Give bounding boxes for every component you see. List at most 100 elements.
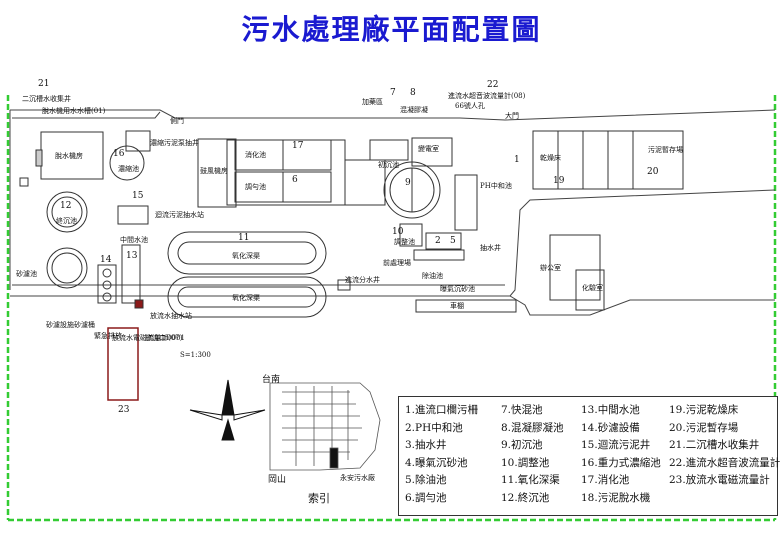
legend-item: 16.重力式濃縮池 [581, 456, 661, 469]
label-12: 12 [60, 201, 71, 211]
label-primary: 初沉池 [378, 160, 399, 169]
label-blower: 鼓風機房 [200, 166, 228, 175]
label-pretreat: 前處理場 [383, 258, 411, 267]
legend-item: 12.終沉池 [501, 491, 550, 504]
legend-item: 11.氧化深渠 [501, 474, 560, 486]
label-factory: 永安污水廠 [340, 473, 375, 482]
label-aeration-1: 氧化深渠 [232, 251, 260, 260]
legend-item: 17.消化池 [581, 474, 630, 486]
label-conc-tank: 濃縮池 [118, 164, 139, 173]
label-8: 8 [410, 88, 416, 98]
adjust-tank-10 [399, 223, 423, 247]
legend-item: 4.曝氣沉砂池 [405, 456, 468, 469]
label-6: 6 [292, 175, 298, 185]
label-gate: 大門 [505, 111, 519, 120]
conc-tank-16 [109, 145, 145, 181]
effluent-meter-23 [107, 327, 139, 401]
label-ph: PH中和池 [480, 181, 512, 190]
legend-item: 15.迴流污泥井 [581, 439, 651, 451]
legend-item: 13.中間水池 [581, 404, 640, 416]
index-map [269, 382, 381, 471]
label-manhole: 66號人孔 [455, 101, 485, 110]
legend-item: 18.污泥脫水機 [581, 491, 651, 504]
label-dosing: 加藥區 [362, 97, 383, 106]
office [549, 234, 601, 301]
final-settle-12-b [46, 247, 88, 289]
degrease-5 [413, 249, 465, 261]
thick-sludge-well [125, 130, 151, 152]
label-scale: S=1:300 [180, 351, 211, 359]
label-21: 21 [38, 79, 49, 89]
parking [415, 299, 517, 313]
label-17: 17 [292, 141, 304, 151]
legend-item: 6.調勻池 [405, 491, 447, 504]
collection-well-21 [19, 177, 29, 187]
label-sand-filter: 砂濾池 [16, 269, 37, 278]
outlet [134, 299, 144, 309]
label-lab: 化驗室 [582, 283, 603, 292]
label-index: 索引 [308, 491, 330, 505]
label-inflow-meter: 進流水超音波流量計(08) [448, 91, 526, 100]
label-sand-wash: 砂濾設施砂濾桶 [46, 320, 95, 329]
label-adjust2: 調整池 [394, 237, 415, 246]
compass [189, 379, 266, 441]
ph-neutral [454, 174, 478, 231]
split-well [337, 279, 351, 291]
sand-filter-14 [97, 264, 117, 304]
legend-item: 23.放流水電磁流量計 [669, 474, 770, 486]
legend-item: 8.混凝膠凝池 [501, 421, 564, 434]
label-thick-sludge: 濃縮污泥泵抽井 [150, 138, 199, 147]
blower-room [197, 138, 237, 208]
label-side-gate: 側門 [170, 116, 184, 125]
label-13: 13 [126, 251, 138, 261]
legend-item: 10.調整池 [501, 456, 550, 469]
label-10: 10 [392, 227, 404, 237]
label-dewater-tank: 脫水機用水水槽(01) [42, 106, 106, 115]
legend-item: 3.抽水井 [405, 439, 447, 451]
lab [575, 269, 605, 311]
label-return-pump: 迴流污泥抽水站 [155, 210, 204, 219]
label-grit: 曝氣沉砂池 [440, 284, 475, 293]
label-ctrl: 變電室 [418, 144, 439, 153]
return-sludge-well-15 [117, 205, 149, 225]
legend-item: 9.初沉池 [501, 439, 543, 451]
dewater-unit [35, 149, 43, 167]
label-digest: 消化池 [245, 150, 266, 159]
perimeter-wall [9, 109, 776, 316]
label-sludge-store: 污泥暫存場 [648, 145, 683, 154]
label-14: 14 [100, 255, 112, 265]
label-north: 台南 [262, 373, 280, 385]
legend-item: 1.進流口欄污柵 [405, 404, 479, 416]
label-effluent-pump: 放流水抽水站 [150, 311, 192, 320]
label-19: 19 [553, 176, 565, 186]
legend-item: 20.污泥暫存場 [669, 421, 739, 434]
label-adjust: 調勻池 [245, 182, 266, 191]
label-23: 23 [118, 405, 130, 415]
legend-item: 21.二沉槽水收集井 [669, 439, 760, 451]
label-office: 辦公室 [540, 263, 561, 272]
label-pump-well: 抽水井 [480, 243, 501, 252]
label-15: 15 [132, 191, 144, 201]
label-16: 16 [113, 149, 125, 159]
label-2: 2 [435, 236, 441, 246]
label-out-meter: 放流水電磁流量計(07) [112, 333, 183, 342]
label-parking: 車棚 [450, 301, 464, 310]
legend-item: 19.污泥乾燥床 [669, 404, 739, 416]
legend-item: 22.進流水超音波流量計 [669, 456, 781, 469]
label-final-settle: 終沉池 [56, 216, 77, 225]
label-dewater-room: 脫水機房 [55, 151, 83, 160]
label-mid-water: 中間水池 [120, 235, 148, 244]
rapid-mix-7 [369, 139, 409, 161]
mid-water-13 [121, 244, 141, 304]
label-mountain: 岡山 [268, 474, 286, 485]
final-settle-12-a [46, 191, 88, 233]
label-emergency: 緊急排放 [94, 331, 122, 340]
aeration-ditch-1 [167, 231, 327, 275]
legend-item: 5.除油池 [405, 474, 447, 486]
label-aeration-2: 氧化深渠 [232, 293, 260, 302]
label-dry-bed: 乾燥床 [540, 153, 561, 162]
label-outlet: 放流口D001 [145, 333, 185, 342]
label-22: 22 [487, 80, 498, 90]
transformer-room [411, 137, 453, 167]
